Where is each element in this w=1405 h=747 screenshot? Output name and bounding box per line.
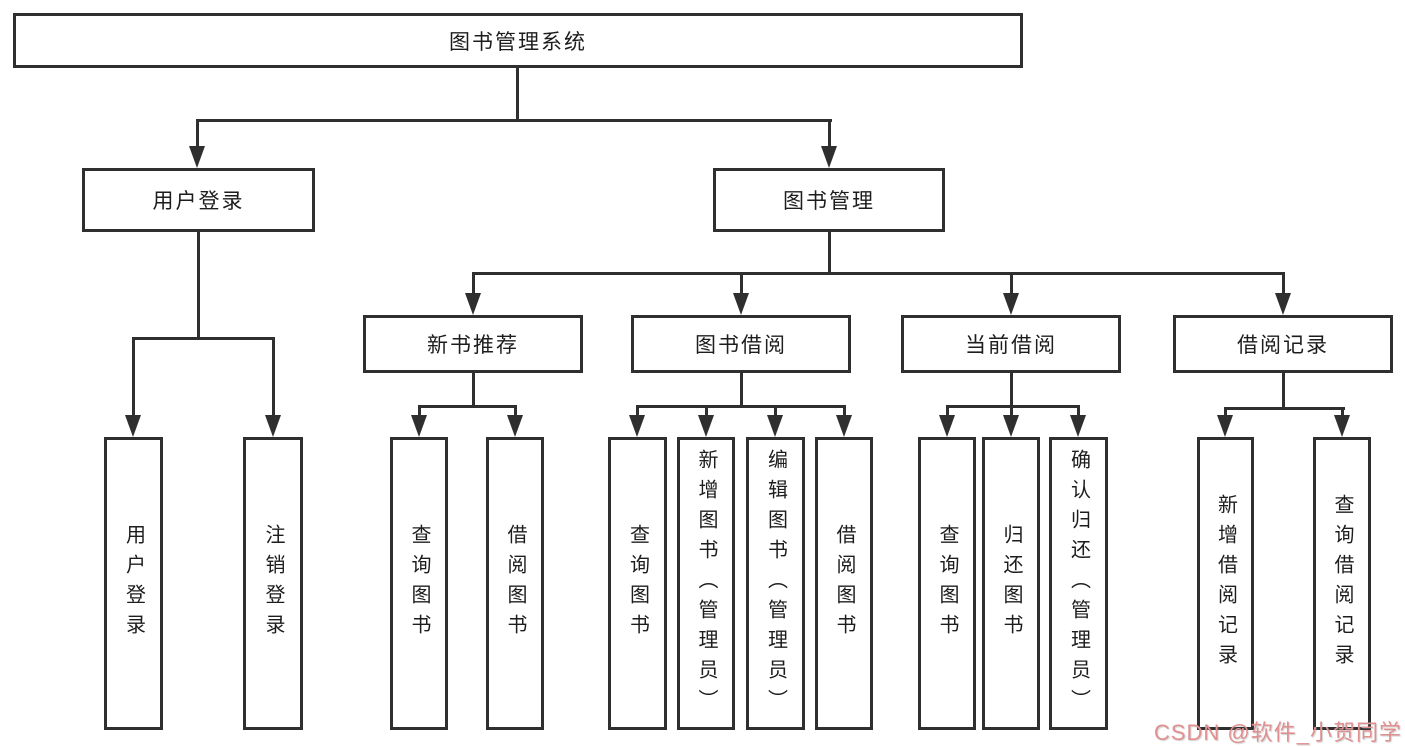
leaf-add-borrow-record: 新增借阅记录: [1197, 437, 1254, 730]
connector-line: [1282, 272, 1285, 295]
node-user-login: 用户登录: [82, 168, 315, 232]
connector-line: [1224, 407, 1227, 417]
connector-line: [196, 119, 199, 148]
node-library-system: 图书管理系统: [13, 13, 1023, 68]
leaf-confirm-return-admin: 确认归还（管理员）: [1049, 437, 1108, 730]
arrowhead-icon: [189, 146, 205, 168]
node-new-book-recommend: 新书推荐: [363, 315, 583, 373]
connector-line: [843, 405, 846, 417]
connector-line: [1010, 373, 1013, 405]
arrowhead-icon: [767, 415, 783, 437]
connector-line: [828, 232, 831, 272]
arrowhead-icon: [1334, 415, 1350, 437]
connector-line: [472, 272, 1285, 275]
arrowhead-icon: [821, 146, 837, 168]
connector-line: [740, 373, 743, 405]
connector-line: [1341, 407, 1344, 417]
arrowhead-icon: [1217, 415, 1233, 437]
connector-line: [418, 405, 421, 417]
connector-line: [516, 68, 519, 119]
leaf-borrow-book: 借阅图书: [815, 437, 873, 730]
arrowhead-icon: [1070, 415, 1086, 437]
connector-line: [132, 337, 275, 340]
connector-line: [1077, 405, 1080, 417]
connector-line: [946, 405, 1080, 408]
connector-line: [196, 119, 832, 122]
leaf-query-book-borrow: 查询图书: [608, 437, 667, 730]
connector-line: [740, 272, 743, 295]
arrowhead-icon: [836, 415, 852, 437]
connector-line: [1010, 272, 1013, 295]
connector-line: [828, 119, 831, 148]
connector-line: [1224, 407, 1345, 410]
connector-line: [472, 272, 475, 295]
connector-line: [197, 232, 200, 337]
leaf-add-book-admin: 新增图书（管理员）: [677, 437, 735, 730]
arrowhead-icon: [1275, 293, 1291, 315]
arrowhead-icon: [1003, 293, 1019, 315]
connector-line: [132, 337, 135, 417]
arrowhead-icon: [698, 415, 714, 437]
arrowhead-icon: [411, 415, 427, 437]
connector-line: [774, 405, 777, 417]
node-book-borrow: 图书借阅: [631, 315, 851, 373]
connector-line: [1282, 373, 1285, 407]
connector-line: [946, 405, 949, 417]
node-borrow-records: 借阅记录: [1173, 315, 1393, 373]
leaf-borrow-book-recommend: 借阅图书: [486, 437, 544, 730]
arrowhead-icon: [939, 415, 955, 437]
leaf-query-borrow-record: 查询借阅记录: [1313, 437, 1371, 730]
arrowhead-icon: [265, 415, 281, 437]
arrowhead-icon: [125, 415, 141, 437]
leaf-query-book-current: 查询图书: [918, 437, 976, 730]
arrowhead-icon: [465, 293, 481, 315]
leaf-user-login: 用户登录: [104, 437, 163, 730]
arrowhead-icon: [507, 415, 523, 437]
connector-line: [472, 373, 475, 405]
leaf-return-book: 归还图书: [982, 437, 1040, 730]
leaf-logout: 注销登录: [243, 437, 303, 730]
connector-line: [272, 337, 275, 417]
leaf-query-book-recommend: 查询图书: [390, 437, 448, 730]
node-book-management: 图书管理: [713, 168, 945, 232]
arrowhead-icon: [1003, 415, 1019, 437]
connector-line: [636, 405, 639, 417]
connector-line: [1010, 405, 1013, 417]
node-current-borrow: 当前借阅: [901, 315, 1121, 373]
connector-line: [705, 405, 708, 417]
arrowhead-icon: [733, 293, 749, 315]
leaf-edit-book-admin: 编辑图书（管理员）: [746, 437, 805, 730]
connector-line: [514, 405, 517, 417]
arrowhead-icon: [629, 415, 645, 437]
connector-line: [636, 405, 846, 408]
csdn-watermark: CSDN @软件_小贺同学: [1153, 720, 1402, 745]
connector-line: [418, 405, 517, 408]
